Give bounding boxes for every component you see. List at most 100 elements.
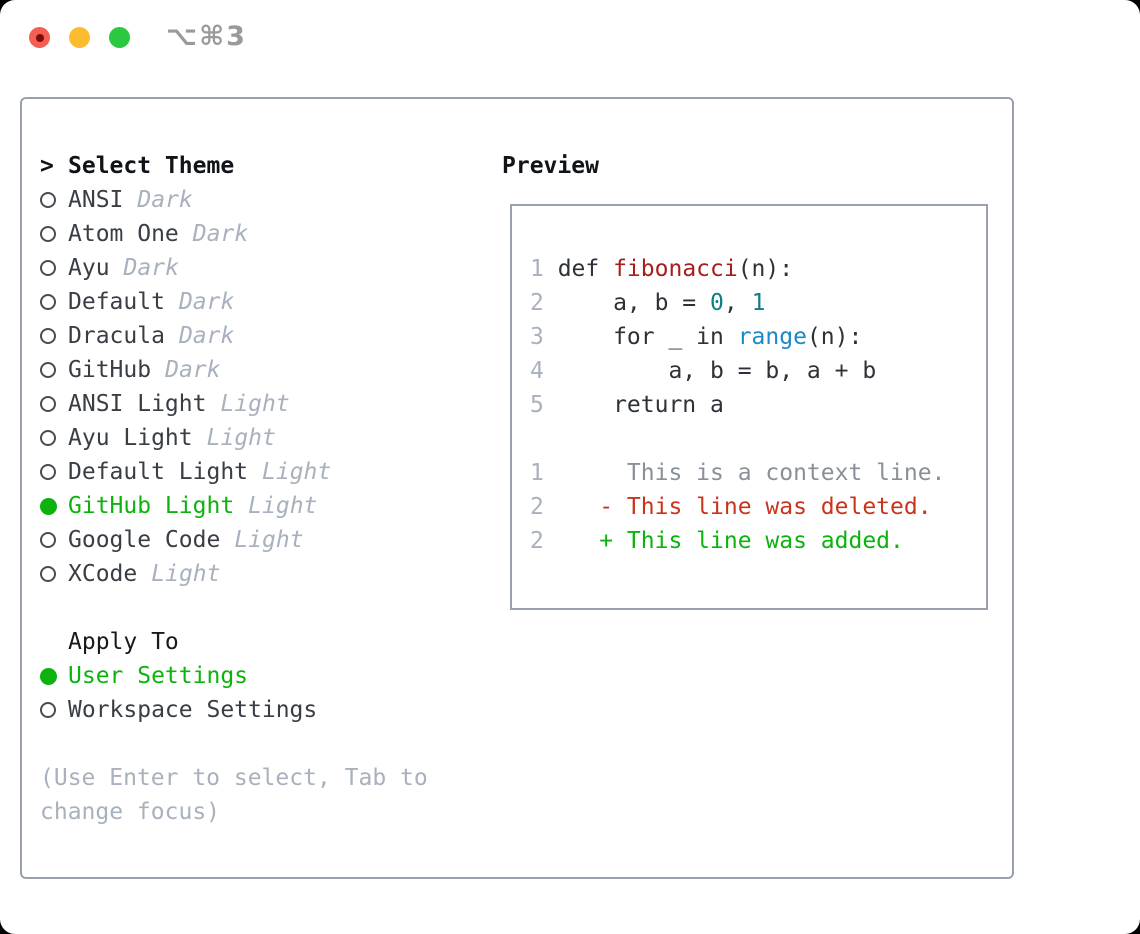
- spacer-row: [40, 727, 428, 761]
- theme-option[interactable]: Ayu Dark: [40, 251, 428, 285]
- line-number: 2: [530, 290, 544, 316]
- code-segment: fibonacci: [613, 256, 738, 282]
- theme-option[interactable]: GitHub Light Light: [40, 489, 428, 523]
- option-label: Ayu: [68, 255, 110, 281]
- window-title-shortcut: ⌥⌘3: [166, 21, 247, 52]
- line-number: 1: [530, 460, 544, 486]
- theme-option[interactable]: ANSI Dark: [40, 183, 428, 217]
- radio-icon: [40, 192, 68, 208]
- option-label: ANSI Light: [68, 391, 207, 417]
- option-label: User Settings: [68, 663, 249, 689]
- option-label: XCode: [68, 561, 138, 587]
- code-segment: 1: [751, 290, 766, 316]
- line-number: 1: [530, 256, 544, 282]
- theme-variant-label: Dark: [137, 187, 193, 213]
- option-label: Google Code: [68, 527, 221, 553]
- preview-title: Preview: [502, 153, 599, 179]
- theme-option[interactable]: GitHub Dark: [40, 353, 428, 387]
- line-number: 3: [530, 324, 544, 350]
- minimize-button[interactable]: [69, 27, 90, 48]
- radio-icon: [40, 430, 68, 446]
- radio-icon: [40, 566, 68, 582]
- hint-line: change focus): [40, 799, 221, 825]
- close-button[interactable]: [29, 27, 50, 48]
- spacer-row: [40, 591, 428, 625]
- hint-text: (Use Enter to select, Tab to change focus…: [40, 761, 428, 829]
- section-title: Apply To: [68, 629, 179, 655]
- option-label: GitHub Light: [68, 493, 235, 519]
- radio-icon: [40, 328, 68, 344]
- code-segment: (n):: [737, 256, 794, 282]
- code-segment: a, b = b, a + b: [557, 358, 877, 384]
- preview-line: 1 This is a context line.: [530, 456, 986, 490]
- apply-to-header: Apply To: [40, 625, 428, 659]
- preview-line: 4 a, b = b, a + b: [530, 354, 986, 388]
- code-segment: a, b =: [557, 290, 711, 316]
- section-title: Select Theme: [68, 153, 235, 179]
- option-label: Ayu Light: [68, 425, 193, 451]
- theme-option[interactable]: XCode Light: [40, 557, 428, 591]
- code-segment: This is a context line.: [557, 460, 946, 486]
- option-label: Default Light: [68, 459, 249, 485]
- radio-icon: [40, 702, 68, 718]
- theme-variant-label: Light: [248, 493, 318, 519]
- option-label: Default: [68, 289, 165, 315]
- theme-variant-label: Dark: [178, 323, 235, 349]
- code-segment: range: [737, 324, 807, 350]
- radio-icon: [40, 226, 68, 242]
- code-segment: def: [557, 256, 614, 282]
- preview-line: 3 for _ in range(n):: [530, 320, 986, 354]
- theme-option[interactable]: Dracula Dark: [40, 319, 428, 353]
- preview-line: 1 def fibonacci(n):: [530, 252, 986, 286]
- code-segment: - This line was deleted.: [557, 494, 932, 520]
- code-segment: ,: [723, 290, 752, 316]
- line-number: 2: [530, 494, 544, 520]
- apply-to-option[interactable]: Workspace Settings: [40, 693, 428, 727]
- code-segment: + This line was added.: [557, 528, 904, 554]
- theme-variant-label: Light: [206, 425, 276, 451]
- theme-variant-label: Dark: [178, 289, 235, 315]
- preview-line: 2 - This line was deleted.: [530, 490, 986, 524]
- apply-to-option[interactable]: User Settings: [40, 659, 428, 693]
- theme-variant-label: Light: [220, 391, 290, 417]
- preview-line: 2 + This line was added.: [530, 524, 986, 558]
- preview-line: 5 return a: [530, 388, 986, 422]
- radio-icon: [40, 532, 68, 548]
- hint-line: (Use Enter to select, Tab to: [40, 765, 428, 791]
- line-number: 4: [530, 358, 544, 384]
- theme-option[interactable]: ANSI Light Light: [40, 387, 428, 421]
- code-segment: (n):: [806, 324, 863, 350]
- option-label: Dracula: [68, 323, 165, 349]
- radio-icon: [40, 464, 68, 480]
- radio-icon: [40, 396, 68, 412]
- option-label: Atom One: [68, 221, 179, 247]
- code-segment: 0: [710, 290, 724, 316]
- theme-option[interactable]: Default Dark: [40, 285, 428, 319]
- option-label: ANSI: [68, 187, 124, 213]
- selected-radio-icon: [40, 497, 68, 515]
- theme-option[interactable]: Ayu Light Light: [40, 421, 428, 455]
- preview-line: [530, 422, 986, 456]
- preview-line: 2 a, b = 0, 1: [530, 286, 986, 320]
- theme-variant-label: Dark: [123, 255, 179, 281]
- line-number: 5: [530, 392, 544, 418]
- theme-variant-label: Dark: [165, 357, 221, 383]
- option-label: Workspace Settings: [68, 697, 318, 723]
- option-label: GitHub: [68, 357, 152, 383]
- radio-icon: [40, 294, 68, 310]
- select-theme-header: > Select Theme: [40, 149, 428, 183]
- theme-variant-label: Light: [151, 561, 221, 587]
- zoom-button[interactable]: [109, 27, 130, 48]
- radio-icon: [40, 362, 68, 378]
- traffic-lights: [29, 27, 130, 48]
